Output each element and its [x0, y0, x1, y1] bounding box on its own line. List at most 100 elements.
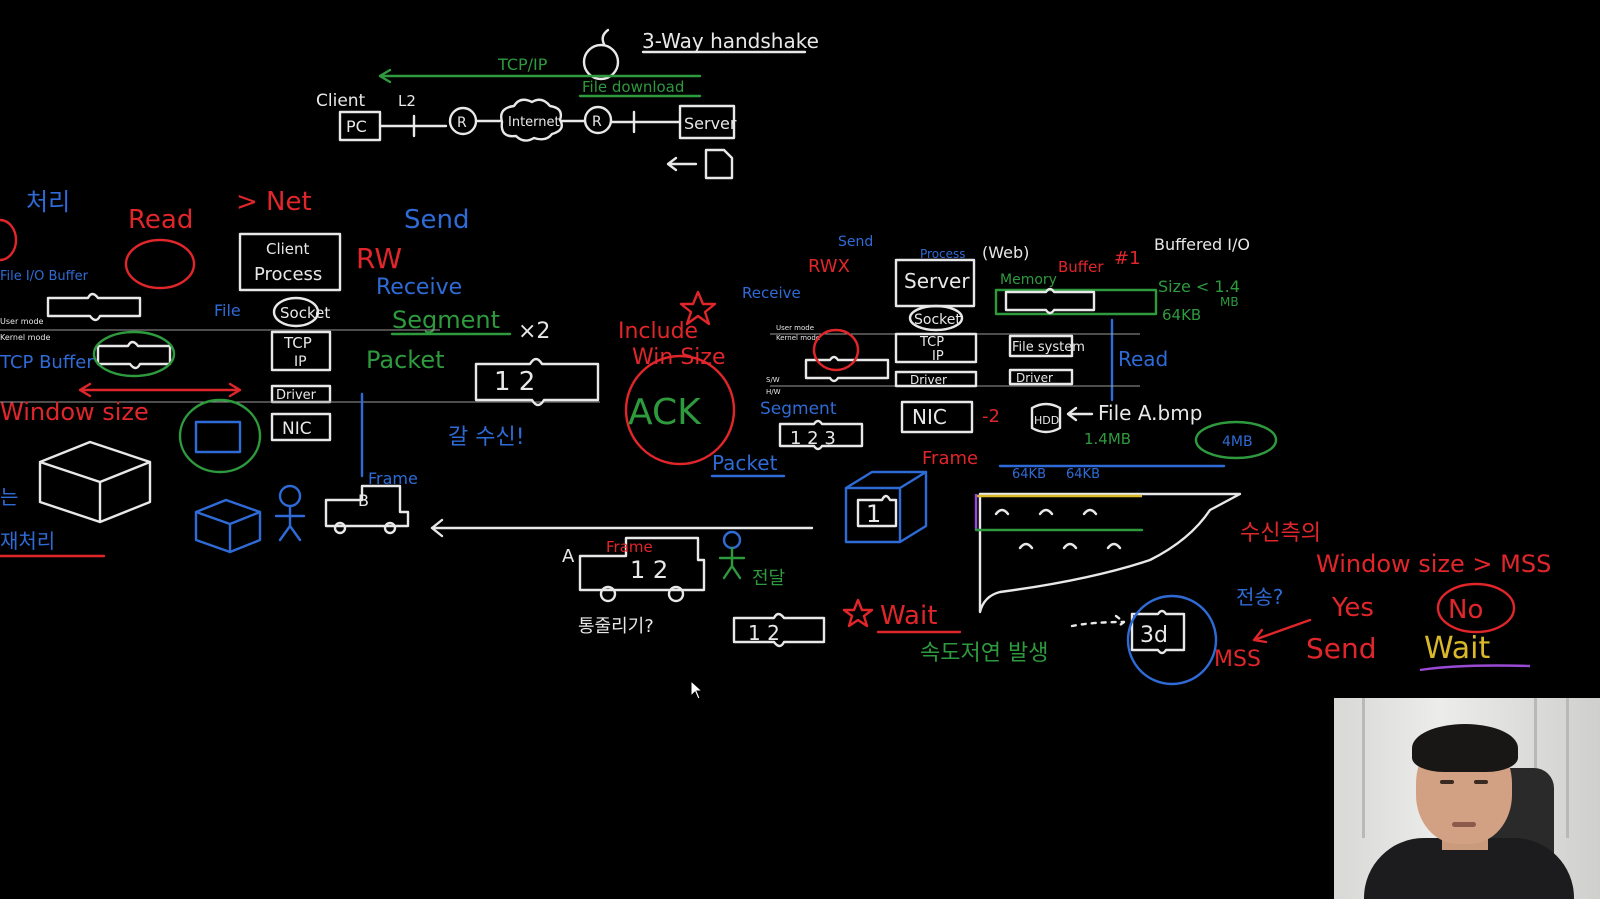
presenter-eye — [1474, 780, 1488, 784]
receive-label: Receive — [376, 275, 462, 300]
no-circle — [1436, 582, 1516, 634]
buffer-red-circle — [812, 328, 860, 372]
presenter-hair — [1412, 724, 1518, 772]
window-range-arrow — [78, 382, 242, 398]
socket-ellipse — [272, 296, 320, 328]
blue-crate — [194, 498, 262, 554]
mss-arrow — [1252, 618, 1312, 644]
korean-segment-note: 갈 수신! — [448, 425, 525, 450]
file-doc-icon — [704, 148, 734, 180]
truck-a-wheel-1 — [599, 585, 617, 603]
tcp-label: TCP — [283, 334, 312, 352]
tcp-buffer-label: TCP Buffer — [0, 352, 94, 373]
driver-fs-label: Driver — [1016, 371, 1053, 385]
piece-3d-label: 3d — [1140, 623, 1168, 648]
dotted-arrow-to-3d — [1070, 614, 1126, 630]
korean-receiver-note: 수신측의 — [1240, 521, 1321, 546]
nic-label: NIC — [282, 419, 312, 439]
tcp-buffer-right-puzzle — [804, 355, 890, 383]
four-mb-bubble — [1194, 420, 1278, 460]
one-four-mb-label: 1.4MB — [1084, 430, 1131, 448]
piece-3d — [1130, 609, 1186, 655]
memory-puzzle — [1004, 287, 1096, 315]
memory-label: Memory — [1000, 272, 1057, 288]
user-mode-label-right: User mode — [776, 324, 814, 332]
kernel-mode-label-left: Kernel mode — [0, 333, 50, 342]
server-top-label: Server — [684, 114, 737, 133]
long-transfer-arrow — [430, 518, 814, 538]
file-system-box — [1008, 334, 1074, 358]
korean-speed-note: 속도저연 발생 — [920, 641, 1048, 666]
tcp-buffer-circle — [92, 330, 176, 378]
client-process-box — [238, 232, 342, 292]
ack-window-diagram: Include Win Size ACK 갈 수신! Packet 1 A Fr… — [448, 290, 1048, 666]
user-mode-label-left: User mode — [0, 317, 44, 326]
client-box-label: Client — [266, 240, 310, 258]
file-system-label: File system — [1012, 340, 1085, 355]
server-stack-diagram: Send RWX Receive Process (Web) Server Bu… — [742, 234, 1551, 686]
board-puzzle-knobs — [994, 508, 1122, 550]
segment-right-label: Segment — [760, 399, 837, 419]
truck-b-label: B — [358, 491, 369, 510]
frame-red-label: Frame — [922, 448, 978, 469]
internet-label: Internet — [508, 115, 560, 130]
receive-small-label: Receive — [742, 284, 801, 302]
tcp-right-box — [894, 332, 978, 364]
kb-b-label: 64KB — [1066, 467, 1100, 482]
file-io-buffer-label: File I/O Buffer — [0, 269, 89, 284]
ip-label: IP — [294, 354, 307, 370]
nic-right-box — [900, 400, 974, 434]
segment-label: Segment — [392, 306, 500, 334]
socket-right — [908, 304, 964, 332]
truck-a-wheel-2 — [667, 585, 685, 603]
person-a-head — [722, 530, 742, 550]
socket-label: Socket — [280, 304, 330, 322]
read-label: Read — [128, 205, 193, 235]
socket-right-label: Socket — [914, 312, 961, 328]
mss-label: MSS — [1214, 647, 1261, 672]
presenter-webcam — [1334, 698, 1600, 899]
l2-label: L2 — [398, 92, 416, 110]
frame-blue-label: Frame — [368, 469, 418, 488]
tcp-right-label: TCP — [919, 335, 944, 350]
router-left-label: R — [457, 115, 467, 131]
wait-star-icon — [842, 598, 874, 628]
cube-1 — [844, 470, 928, 544]
segment-right-puzzle — [778, 419, 864, 451]
router-right — [583, 105, 613, 135]
cropped-left-notes: 처리 는 재처리 — [0, 188, 106, 558]
tcp-ip-box — [270, 330, 332, 372]
read-circle — [124, 238, 196, 290]
open-crate — [38, 440, 152, 524]
presenter-mouth — [1452, 822, 1476, 827]
frame-small-label: Frame — [606, 538, 653, 556]
x2-label: ×2 — [518, 319, 550, 344]
kernel-mode-label-right: Kernel mode — [776, 334, 820, 342]
send-arrow — [666, 156, 698, 172]
file-label: File — [214, 301, 241, 320]
cropped-red-circle — [0, 218, 18, 262]
driver-fs-box — [1008, 368, 1074, 386]
connect-circle — [582, 43, 620, 81]
cropped-blue-glyph: 는 — [0, 485, 18, 509]
wait-rainbow-underline — [1419, 664, 1531, 672]
puzzle-12-left-label: 1 2 — [494, 367, 535, 397]
process-label: Process — [254, 264, 322, 285]
memory-box — [994, 288, 1158, 316]
ip-right-label: IP — [932, 349, 944, 364]
ack-circle — [624, 354, 736, 466]
truck-b-wheel-2 — [383, 521, 397, 535]
client-label: Client — [316, 91, 366, 111]
cube-1-piece — [856, 494, 898, 528]
piece-1-left-box — [194, 420, 242, 454]
network-topology-diagram: 3-Way handshake TCP/IP File download Cli… — [316, 28, 819, 180]
net-label: > Net — [236, 187, 312, 217]
puzzle-board — [978, 492, 1242, 614]
person-a-body — [718, 546, 746, 580]
person-body — [274, 504, 306, 542]
buffer-number: #1 — [1114, 248, 1141, 269]
korean-top-left-note: 처리 — [26, 188, 70, 216]
web-label: (Web) — [982, 243, 1029, 262]
truck-a-label: A — [562, 546, 575, 567]
